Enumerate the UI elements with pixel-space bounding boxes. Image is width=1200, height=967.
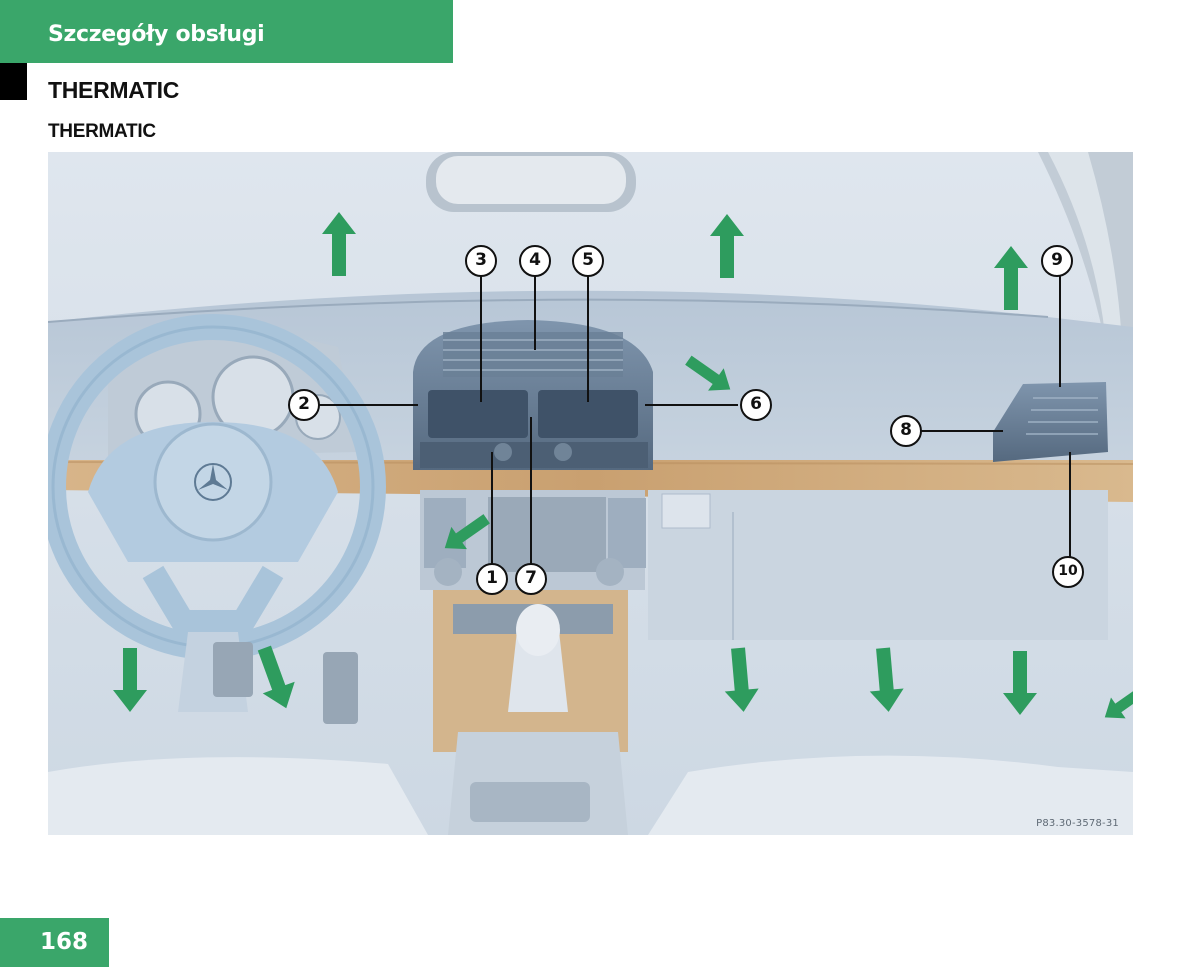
callout-8: 8	[890, 415, 922, 447]
figure-heading: THERMATIC	[48, 121, 156, 142]
callout-1: 1	[476, 563, 508, 595]
section-header: Szczegóły obsługi	[0, 0, 453, 63]
page-number: 168	[40, 929, 89, 955]
callout-5: 5	[572, 245, 604, 277]
callout-9: 9	[1041, 245, 1073, 277]
callout-2: 2	[288, 389, 320, 421]
callout-7: 7	[515, 563, 547, 595]
dashboard-illustration: 1 2 3 4 5 6 7 8 9 10 P83.30-3578-31	[48, 152, 1133, 835]
callout-3: 3	[465, 245, 497, 277]
side-marker	[0, 63, 27, 100]
section-title: Szczegóły obsługi	[48, 22, 265, 47]
page-number-box: 168	[0, 918, 109, 967]
callout-6: 6	[740, 389, 772, 421]
callout-4: 4	[519, 245, 551, 277]
page-heading: THERMATIC	[48, 77, 180, 103]
figure-code: P83.30-3578-31	[1036, 818, 1119, 829]
callout-10: 10	[1052, 556, 1084, 588]
